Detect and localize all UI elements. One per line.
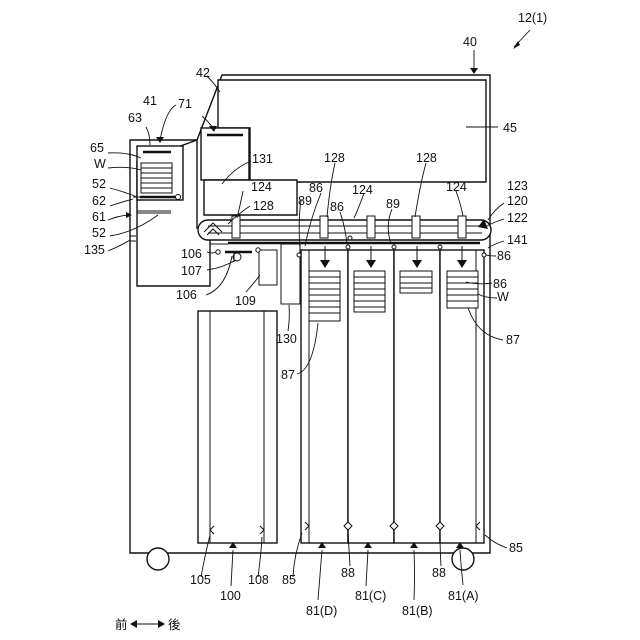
label-128-a: 128 [324, 151, 345, 165]
label-88-a: 88 [341, 566, 355, 580]
label-w-stack: W [497, 290, 509, 304]
label-124-a: 124 [251, 180, 272, 194]
label-52-upper: 52 [92, 177, 106, 191]
label-63: 63 [128, 111, 142, 125]
label-89-a: 89 [298, 194, 312, 208]
label-88-b: 88 [432, 566, 446, 580]
label-87-a: 87 [506, 333, 520, 347]
sheet-stack-feeder [141, 163, 172, 193]
label-124-c: 124 [446, 180, 467, 194]
label-135: 135 [84, 243, 105, 257]
label-61: 61 [92, 210, 106, 224]
label-52-lower: 52 [92, 226, 106, 240]
label-62: 62 [92, 194, 106, 208]
label-85-b: 85 [282, 573, 296, 587]
label-89-b: 89 [386, 197, 400, 211]
label-81C: 81(C) [355, 589, 386, 603]
sheet-stack-81D [309, 271, 340, 321]
label-86-c: 86 [497, 249, 511, 263]
label-85-a: 85 [509, 541, 523, 555]
label-42: 42 [196, 66, 210, 80]
label-128-c: 128 [253, 199, 274, 213]
label-45: 45 [503, 121, 517, 135]
sheet-stack-81C [354, 271, 385, 312]
label-122: 122 [507, 211, 528, 225]
label-87-b: 87 [281, 368, 295, 382]
label-86-d: 86 [493, 277, 507, 291]
label-141: 141 [507, 233, 528, 247]
label-123: 123 [507, 179, 528, 193]
label-130: 130 [276, 332, 297, 346]
sheet-stack-81B [400, 271, 432, 293]
direction-front: 前 [115, 617, 128, 632]
front-wheel [147, 548, 169, 570]
label-107: 107 [181, 264, 202, 278]
label-65: 65 [90, 141, 104, 155]
figure-title: 12(1) [518, 11, 547, 25]
label-106-b: 106 [176, 288, 197, 302]
label-108: 108 [248, 573, 269, 587]
label-100: 100 [220, 589, 241, 603]
label-71: 71 [178, 97, 192, 111]
label-128-b: 128 [416, 151, 437, 165]
label-105: 105 [190, 573, 211, 587]
label-120: 120 [507, 194, 528, 208]
sheet-stack-81A [447, 271, 478, 308]
label-81B: 81(B) [402, 604, 433, 618]
label-106-a: 106 [181, 247, 202, 261]
label-w-feeder: W [94, 157, 106, 171]
label-40: 40 [463, 35, 477, 49]
label-41: 41 [143, 94, 157, 108]
rear-wheel [452, 548, 474, 570]
label-81A: 81(A) [448, 589, 479, 603]
label-86-a: 86 [309, 181, 323, 195]
direction-back: 後 [168, 618, 181, 632]
label-124-b: 124 [352, 183, 373, 197]
label-86-b: 86 [330, 200, 344, 214]
label-131: 131 [252, 152, 273, 166]
label-109: 109 [235, 294, 256, 308]
compartment-81B [394, 250, 440, 543]
label-81D: 81(D) [306, 604, 337, 618]
